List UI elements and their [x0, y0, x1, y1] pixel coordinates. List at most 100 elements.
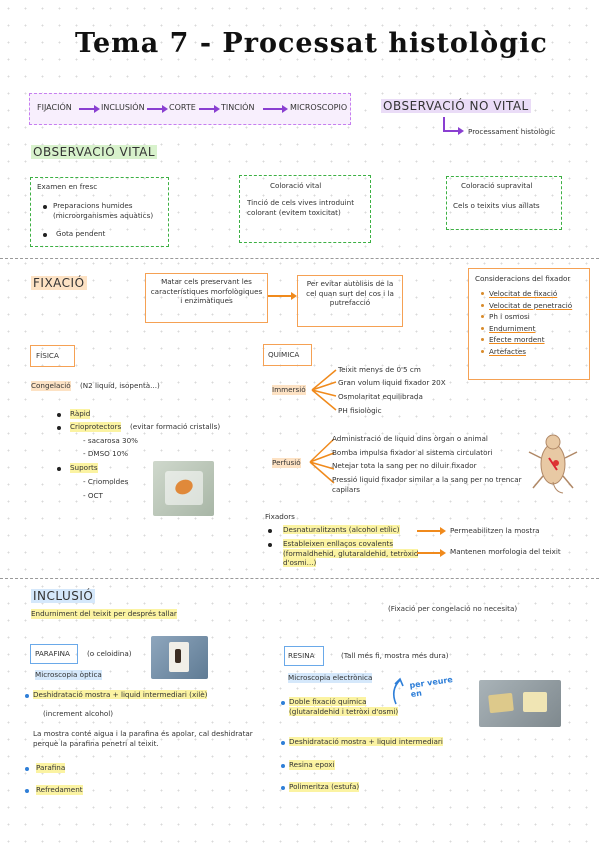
bullet-icon	[281, 701, 285, 705]
immersio-item-2: Gran volum liquid fixador 20X	[338, 378, 446, 387]
crio-note: (evitar formació cristalls)	[130, 422, 221, 431]
coloracio-vital-box	[239, 175, 371, 243]
perfusio-label: Perfusió	[272, 458, 301, 468]
quimica-box	[263, 344, 312, 366]
inclusio-desc: Endurniment del teixit per després talla…	[31, 609, 177, 619]
consideration-item: Artefactes	[480, 346, 572, 358]
bullet-icon	[25, 767, 29, 771]
bullet-icon	[25, 789, 29, 793]
resin-block-photo	[479, 680, 561, 727]
immersio-item-1: Teixit menys de 0'5 cm	[338, 365, 421, 374]
resina-item-2-text: Deshidratació mostra + liquid intermedia…	[289, 737, 443, 746]
perfusio-item-4: Pressió liquid fixador similar a la sang…	[332, 475, 522, 494]
flow-step-3: CORTE	[169, 103, 196, 112]
parafina-item-2: Refredament	[36, 785, 83, 795]
consideration-item: Ph i osmosi	[480, 311, 572, 323]
fixador-1: Desnaturalitzants (alcohol etílic)	[283, 525, 400, 535]
fresc-item-2: Gota pendent	[56, 229, 106, 238]
paraffin-block-photo	[151, 636, 208, 679]
rat-diagram-icon	[528, 434, 578, 494]
fixacio-heading: FIXACIÓ	[31, 276, 87, 290]
fresc-box	[30, 177, 169, 247]
considerations-title: Consideracions del fixador	[475, 274, 571, 283]
fixacio-def2: Per evitar autòlisis de la cel quan surt…	[306, 279, 394, 308]
resina-sub: Microscopia electrònica	[288, 673, 373, 683]
bullet-icon	[57, 467, 61, 471]
fixacio-def2-box	[297, 275, 403, 327]
bullet-icon	[281, 741, 285, 745]
bullet-icon	[43, 205, 47, 209]
bullet-icon	[57, 426, 61, 430]
considerations-box	[468, 268, 590, 380]
fisica-box	[30, 345, 75, 367]
fixadors-title: Fixadors	[265, 512, 295, 521]
resina-item-4: Polimeritza (estufa)	[289, 782, 360, 792]
arrow-icon	[443, 127, 464, 135]
bullet-icon	[25, 694, 29, 698]
supravital-text: Cels o teixits vius aïllats	[453, 201, 540, 210]
consideration-item: Endurniment	[480, 323, 572, 335]
resina-title: RESINA	[288, 651, 315, 660]
fixacio-def-box	[145, 273, 268, 323]
bullet-icon	[43, 233, 47, 237]
fisica-item-crio: Crioprotectors	[70, 422, 122, 432]
flow-step-5: MICROSCOPIO	[290, 103, 348, 112]
brace-arrows-icon	[311, 369, 337, 411]
consideration-item: Velocitat de penetració	[480, 300, 572, 312]
immersio-item-4: PH fisiològic	[338, 406, 382, 415]
resina-alt: (Tall més fi, mostra més dura)	[341, 651, 449, 660]
resina-box	[284, 646, 324, 666]
crio-sub-2: - DMSO 10%	[83, 449, 129, 458]
arrow-icon	[79, 105, 100, 113]
vital-heading: OBSERVACIÓ VITAL	[31, 145, 158, 159]
crio-sub-1: - sacarosa 30%	[83, 436, 138, 445]
section-divider	[0, 578, 599, 579]
parafina-step1: Deshidratació mostra + liquid intermedia…	[33, 690, 208, 700]
fixador-2-result: Mantenen morfologia del teixit	[450, 547, 561, 556]
arrow-icon	[147, 105, 168, 113]
parafina-expl: La mostra conté aigua i la parafina és a…	[33, 729, 253, 748]
arrow-icon	[268, 292, 297, 300]
fixador-1-text: Desnaturalitzants (alcohol etílic)	[283, 525, 400, 534]
supravital-box	[446, 176, 562, 230]
perfusio-item-1: Administració de liquid dins òrgan o ani…	[332, 434, 488, 443]
consideration-item: Velocitat de fixació	[480, 288, 572, 300]
fresc-title: Examen en fresc	[37, 182, 98, 191]
coloracio-vital-title: Coloració vital	[270, 181, 322, 190]
congelacio-note: (N2 liquid, isopentà...)	[80, 381, 160, 390]
perfusio-item-3: Netejar tota la sang per no diluir fixad…	[332, 461, 477, 470]
congelacio-label: Congelació	[31, 381, 71, 391]
bullet-icon	[268, 529, 272, 533]
fresc-item-1: Preparacions humides (microorganismes aq…	[53, 201, 154, 220]
no-vital-sub: Processament histològic	[468, 127, 556, 136]
flow-step-1: FIJACIÓN	[37, 103, 72, 112]
cryomold-photo	[153, 461, 214, 516]
parafina-alt: (o celoidina)	[87, 649, 132, 658]
parafina-box	[30, 644, 78, 664]
parafina-item-1: Parafina	[36, 763, 66, 773]
parafina-step1-note: (increment alcohol)	[43, 709, 114, 718]
parafina-step1-text: Deshidratació mostra + liquid intermedia…	[33, 690, 208, 699]
bullet-icon	[57, 413, 61, 417]
inclusio-note: (Fixació per congelació no necesita)	[388, 604, 518, 613]
fixador-2: Estableixen enllaços covalents (formaldh…	[283, 539, 431, 568]
arrow-icon	[417, 549, 446, 557]
supravital-title: Coloració supravital	[461, 181, 533, 190]
bullet-icon	[281, 786, 285, 790]
page-title: Tema 7 - Processat histològic	[75, 28, 548, 59]
arrow-icon	[263, 105, 288, 113]
quimica-title: QUÍMICA	[268, 350, 300, 359]
inclusio-heading: INCLUSIÓ	[31, 589, 96, 603]
parafina-title: PARAFINA	[35, 649, 70, 658]
fisica-item-rapid: Ràpid	[70, 409, 91, 419]
resina-item-3: Resina epoxi	[289, 760, 335, 770]
no-vital-heading: OBSERVACIÓ NO VITAL	[381, 99, 531, 113]
resina-item-1: Doble fixació química (glutaraldehid i t…	[289, 697, 409, 716]
immersio-label: Immersió	[272, 385, 306, 395]
immersio-item-3: Osmolaritat equilibrada	[338, 392, 423, 401]
fixacio-def: Matar cels preservant les característiqu…	[150, 277, 263, 306]
bent-arrow-icon	[443, 117, 445, 131]
flow-step-2: INCLUSIÓN	[101, 103, 145, 112]
consideration-item: Efecte mordent	[480, 334, 572, 346]
perfusio-item-2: Bomba impulsa fixador al sistema circula…	[332, 448, 493, 457]
